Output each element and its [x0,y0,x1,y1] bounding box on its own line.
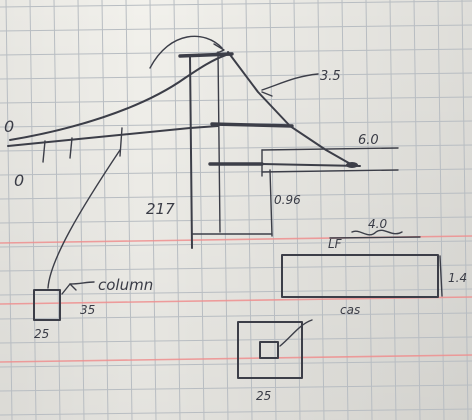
grid-line-vertical [413,0,421,420]
grid-line-horizontal [0,240,472,248]
lf-rectangle [281,254,439,298]
stay-anchor-mark [346,162,358,168]
lf-side-line [439,255,443,297]
tower-height: 217 [146,200,175,218]
grid-line-vertical [101,0,109,420]
upper-crossbar [210,122,294,128]
grid-line-horizontal [0,144,472,152]
grid-line-horizontal [0,408,472,416]
grid-line-vertical [197,0,205,420]
cross-section-label: cas [340,303,360,317]
red-rule-3 [0,354,472,363]
tower-right-wall [269,169,273,237]
grid-line-horizontal [0,0,472,8]
grid-line-vertical [269,0,277,420]
top-right-value: 3.5 [320,69,341,84]
grid-line-vertical [173,0,181,420]
grid-line-horizontal [0,336,472,344]
grid-line-vertical [29,0,37,420]
right-upper-line [261,147,399,151]
lf-label: LF [328,237,343,251]
top-value-leader [261,73,319,91]
grid-line-horizontal [0,264,472,272]
main-cable [9,54,227,141]
column-square [33,289,61,321]
left-top-zero: 0 [4,117,14,136]
tower-top-leader [149,35,223,69]
hanger-1 [42,140,46,163]
tower-left-edge [189,55,193,249]
lf-scribble [351,229,403,236]
column-label-leader [69,281,95,285]
hanger-3 [119,127,123,157]
cross-section-outer [237,321,303,379]
grid-line-vertical [389,0,397,420]
mid-right-value: 6.0 [358,133,379,148]
cross-section-width: 25 [256,389,271,403]
column-label-arrow [61,283,77,295]
bridge-sketch [7,35,443,379]
lf-side: 1.4 [448,271,467,285]
grid-line-vertical [317,0,325,420]
top-value-arrow [261,91,273,97]
lower-deck-extension [261,163,361,167]
grid-line-horizontal [0,24,472,32]
grid-line-vertical [341,0,349,420]
grid-line-vertical [365,0,373,420]
grid-line-vertical [149,0,157,420]
grid-line-vertical [461,0,469,420]
column-width: 25 [34,327,49,341]
grid-line-horizontal [0,312,472,320]
grid-line-horizontal [0,360,472,368]
tower-top-arrowhead [213,43,225,55]
column-height: 35 [80,303,95,317]
right-lower-line [261,169,399,173]
cross-section-leader [279,319,313,347]
grid-line-vertical [293,0,301,420]
grid-line-horizontal [0,216,472,224]
grid-line-horizontal [0,96,472,104]
grid-line-horizontal [0,288,472,296]
red-rule-2 [0,296,472,305]
grid-line-vertical [53,0,61,420]
sketch-labels: 0 0 3.5 6.0 217 0.96 LF 4.0 1.4 column 2… [4,69,467,403]
cross-section-inner [259,341,279,359]
grid-line-vertical [437,0,445,420]
lf-dimension-line [329,236,421,239]
tower-top-bar [178,52,234,58]
deck-line [7,125,219,147]
grid-line-horizontal [0,192,472,200]
grid-line-vertical [5,0,13,420]
grid-line-vertical [125,0,133,420]
left-bottom-zero: 0 [14,171,24,190]
lf-value: 4.0 [368,217,387,231]
grid-line-horizontal [0,384,472,392]
grid-line-horizontal [0,48,472,56]
grid-line-horizontal [0,72,472,80]
column-label: column [98,276,153,294]
tower-offset: 0.96 [274,193,301,207]
grid-line-horizontal [0,168,472,176]
grid-line-vertical [245,0,253,420]
hanger-2 [69,137,73,159]
tower-right-edge [217,51,221,233]
grid-line-vertical [221,0,229,420]
column-leader [47,149,121,289]
